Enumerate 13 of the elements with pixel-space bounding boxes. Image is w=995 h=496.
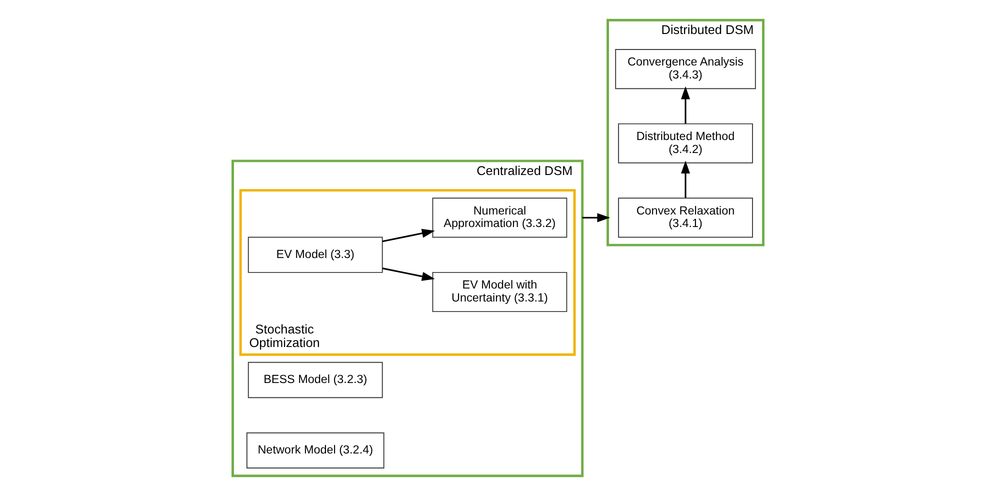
arrow [582, 213, 610, 222]
node-box: BESS Model (3.2.3) [247, 362, 382, 398]
node-box: EV Model with Uncertainty (3.3.1) [432, 272, 567, 312]
node-box: Distributed Method (3.4.2) [618, 123, 752, 164]
arrow [382, 228, 434, 242]
arrow [680, 160, 690, 198]
node-box: Numerical Approximation (3.3.2) [432, 198, 567, 238]
arrow [680, 86, 690, 124]
node-box: Convergence Analysis (3.4.3) [614, 48, 756, 90]
node-box: Network Model (3.2.4) [246, 432, 384, 469]
node-box: EV Model (3.3) [247, 236, 382, 273]
arrow [382, 268, 434, 281]
node-box: Convex Relaxation (3.4.1) [618, 198, 752, 238]
